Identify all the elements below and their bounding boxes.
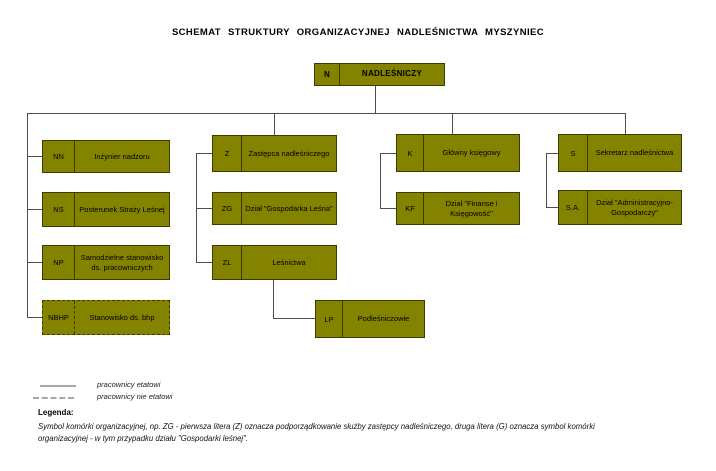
org-box-lp: LP Podleśniczowie [315,300,425,338]
connector-line [27,262,42,263]
legend-dashed-line-sample [33,397,74,399]
org-box-nbhp: NBHP Stanowisko ds. bhp [42,300,170,335]
legend-solid-line-sample [40,385,76,387]
org-box-kf-label: Dział "Finanse i Księgowość" [445,198,498,218]
org-box-lp-label: Podleśniczowie [357,314,410,324]
org-box-k-code: K [397,135,424,171]
org-box-nadlesniczy: N NADLEŚNICZY [314,63,445,86]
org-box-nn-code: NN [43,141,75,172]
connector-line [273,280,274,319]
connector-line [546,153,558,154]
connector-line [380,208,396,209]
org-box-s-code: S [559,135,588,171]
org-box-ns-label: Posterunek Straży Leśnej [79,204,165,214]
org-box-s-label: Sekretarz nadleśnictwa [595,148,674,158]
connector-line [27,113,626,114]
org-box-z-code: Z [213,136,242,171]
legend-solid-label: pracownicy etatowi [97,380,161,389]
org-box-np-label: Samodzielne stanowisko ds. pracowniczych [80,252,164,272]
org-box-zl-label: Leśnictwa [272,257,306,267]
org-box-sa: S.A. Dział "Administracyjno-Gospodarczy" [558,190,682,225]
connector-line [375,85,376,114]
page-title: SCHEMAT STRUKTURY ORGANIZACYJNEJ NADLEŚN… [171,27,545,38]
org-box-zg-code: ZG [213,193,242,224]
connector-line [273,318,315,319]
connector-line [380,153,396,154]
org-box-zl: ZL Leśnictwa [212,245,337,280]
connector-line [546,207,558,208]
org-box-nbhp-label: Stanowisko ds. bhp [89,312,155,322]
legend-heading: Legenda: [38,408,74,417]
connector-line [625,113,626,134]
connector-line [27,209,42,210]
org-box-nadlesniczy-code: N [315,64,340,85]
org-box-np: NP Samodzielne stanowisko ds. pracownicz… [42,245,170,280]
connector-line [27,156,42,157]
legend-body: Symbol komórki organizacyjnej, np. ZG - … [38,421,698,445]
org-box-kf-code: KF [397,193,424,224]
org-box-k: K Główny księgowy [396,134,520,172]
org-box-sa-label: Dział "Administracyjno-Gospodarczy" [596,197,673,217]
org-box-ns: NS Posterunek Straży Leśnej [42,192,170,227]
org-box-np-code: NP [43,246,75,279]
org-box-zg: ZG Dział "Gospodarka Leśna" [212,192,337,225]
connector-line [27,113,28,318]
org-box-lp-code: LP [316,301,343,337]
legend-dashed-label: pracownicy nie etatowi [97,392,173,401]
connector-line [27,317,42,318]
connector-line [196,153,197,262]
org-box-nbhp-code: NBHP [43,301,75,334]
org-box-nadlesniczy-label: NADLEŚNICZY [361,69,423,79]
legend-body-line2: organizacyjnej - w tym przypadku działu … [38,434,249,444]
org-box-z: Z Zastępca nadleśniczego [212,135,337,172]
org-box-kf: KF Dział "Finanse i Księgowość" [396,192,520,225]
connector-line [452,113,453,134]
org-box-s: S Sekretarz nadleśnictwa [558,134,682,172]
connector-line [380,153,381,208]
connector-line [196,208,212,209]
org-box-nn: NN Inżynier nadzoru [42,140,170,173]
org-box-zg-label: Dział "Gospodarka Leśna" [245,203,333,213]
connector-line [196,153,212,154]
org-box-z-label: Zastępca nadleśniczego [248,148,330,158]
org-box-nn-label: Inżynier nadzoru [94,151,150,161]
org-box-ns-code: NS [43,193,75,226]
connector-line [274,113,275,135]
org-box-sa-code: S.A. [559,191,588,224]
org-box-zl-code: ZL [213,246,242,279]
legend-body-line1: Symbol komórki organizacyjnej, np. ZG - … [38,422,595,431]
org-box-k-label: Główny księgowy [442,148,501,158]
connector-line [196,262,212,263]
connector-line [546,153,547,207]
